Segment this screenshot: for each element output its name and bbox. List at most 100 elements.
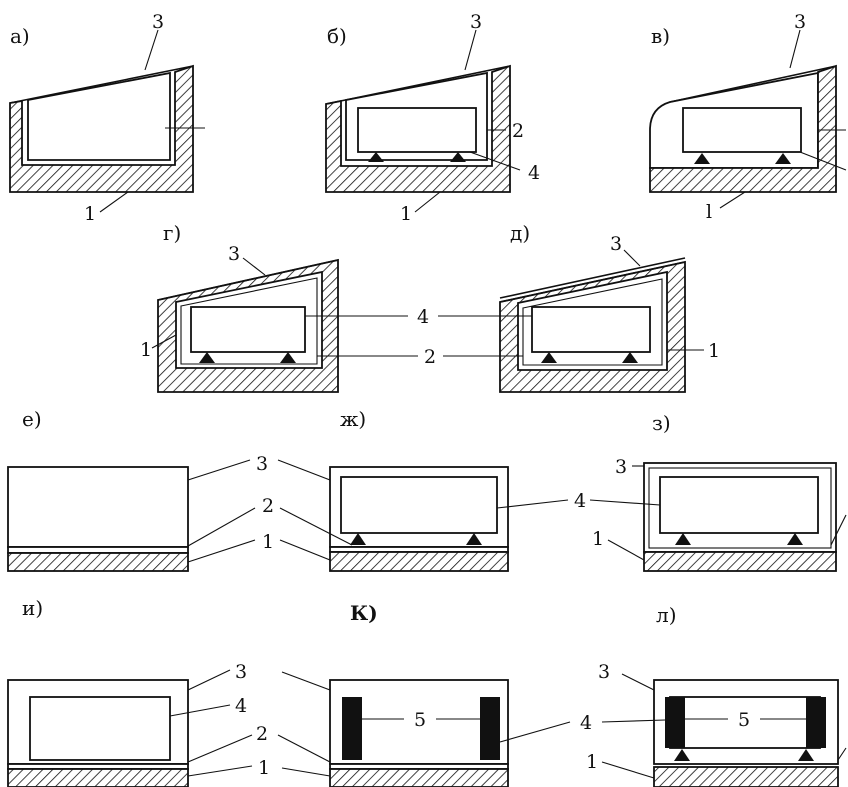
label-d-1: 1 (708, 340, 720, 362)
leader-zh-2 (279, 507, 353, 546)
leader-k-4 (499, 721, 571, 743)
leader-l-1 (601, 761, 655, 779)
leader-e-2 (187, 507, 256, 547)
panel-v: в) 3 l (649, 11, 847, 223)
block-l-left (665, 697, 685, 748)
label-g-1: 1 (140, 339, 152, 361)
leader-i-2 (187, 734, 253, 763)
label-i-4: 4 (235, 695, 247, 717)
product-z (659, 476, 819, 534)
panel-b: б) 3 2 4 1 (325, 11, 540, 225)
support-v-left (694, 153, 710, 164)
panel-label-d: д) (510, 221, 530, 245)
leader-i-4 (169, 704, 231, 717)
panel-label-g: г) (163, 221, 181, 245)
support-zh-right (466, 533, 482, 545)
leader-v-1 (719, 191, 746, 209)
leader-k-1 (281, 767, 331, 777)
panel-z: з) 3 4 1 (496, 411, 847, 572)
foundation-u-a (9, 64, 194, 193)
leader-b-3 (464, 29, 477, 71)
label-b-2: 2 (512, 120, 524, 142)
foundation-u-b (325, 64, 511, 193)
roof-line-b (325, 65, 511, 105)
panel-label-v: в) (651, 24, 670, 48)
label-v-1: l (706, 201, 712, 223)
label-a-1: 1 (84, 203, 96, 225)
inner-lining-d (522, 278, 663, 366)
base-zh (329, 551, 509, 572)
label-v-3: 3 (794, 11, 806, 33)
leader-z-2 (830, 514, 847, 546)
product-v (682, 107, 802, 153)
support-b-left (368, 152, 384, 162)
inner-shell-a (27, 71, 171, 161)
cover-z-inner (648, 467, 832, 549)
product-b (357, 107, 477, 153)
roof-line-v (669, 65, 837, 103)
label-gd-2: 2 (424, 346, 436, 368)
label-e-1: 1 (262, 531, 274, 553)
leader-e-3 (187, 459, 251, 481)
base-i (7, 768, 189, 787)
leader-zh-4 (496, 499, 569, 509)
leader-k-3 (281, 671, 331, 691)
product-zh (340, 476, 498, 534)
support-d-right (622, 352, 638, 363)
inner-lining-g (180, 277, 318, 365)
leader-b-4 (469, 151, 521, 171)
support-z-left (675, 533, 691, 545)
leader-a-1 (99, 191, 129, 213)
label-z-3: 3 (615, 456, 627, 478)
leader-l-4 (601, 719, 666, 723)
panel-d: д) 3 1 4 2 (305, 221, 720, 393)
label-i-2: 2 (256, 723, 268, 745)
support-g-left (199, 352, 215, 363)
support-b-right (450, 152, 466, 162)
leader-a-3 (144, 29, 159, 71)
panel-zh: ж) (277, 407, 509, 572)
block-l-right (806, 697, 826, 748)
leader-v-3 (789, 29, 801, 69)
cover-e (7, 466, 189, 548)
leader-e-1 (187, 539, 256, 563)
roof-line-g (157, 259, 339, 301)
base-k (329, 768, 509, 787)
label-b-4: 4 (528, 162, 540, 184)
panel-label-i: и) (22, 596, 43, 620)
leader-k-2 (277, 734, 331, 763)
label-i-1: 1 (258, 757, 270, 779)
base-z (643, 551, 837, 572)
panel-label-z: з) (652, 411, 671, 435)
label-i-3: 3 (235, 661, 247, 683)
layer-e (7, 546, 189, 554)
leader-i-3 (187, 669, 231, 691)
panel-l: л) 5 3 4 1 (580, 603, 847, 787)
label-kl-4: 4 (580, 712, 592, 734)
label-gd-4: 4 (417, 306, 429, 328)
support-l-right (798, 749, 814, 761)
leader-d-3 (623, 249, 641, 267)
leader-zh-3 (277, 459, 331, 481)
panel-label-zh: ж) (340, 407, 366, 431)
label-l-5: 5 (738, 709, 750, 731)
support-zh-left (350, 533, 366, 545)
label-a-3: 3 (152, 11, 164, 33)
block-k-left (342, 697, 362, 760)
leader-z-1 (607, 539, 645, 561)
leader-l-3 (621, 673, 655, 691)
roof-line-d-inner (499, 261, 686, 303)
label-l-3: 3 (598, 661, 610, 683)
label-b-3: 3 (470, 11, 482, 33)
panel-label-l: л) (656, 603, 677, 627)
panel-a: а) 3 1 (9, 11, 205, 225)
leader-g-1 (151, 334, 177, 349)
leader-i-1 (187, 765, 253, 777)
support-v-right (775, 153, 791, 164)
label-zhz-4: 4 (574, 490, 586, 512)
roof-line-d (499, 257, 686, 299)
support-d-left (541, 352, 557, 363)
panel-g: г) 3 1 (140, 221, 339, 393)
label-z-1: 1 (592, 528, 604, 550)
